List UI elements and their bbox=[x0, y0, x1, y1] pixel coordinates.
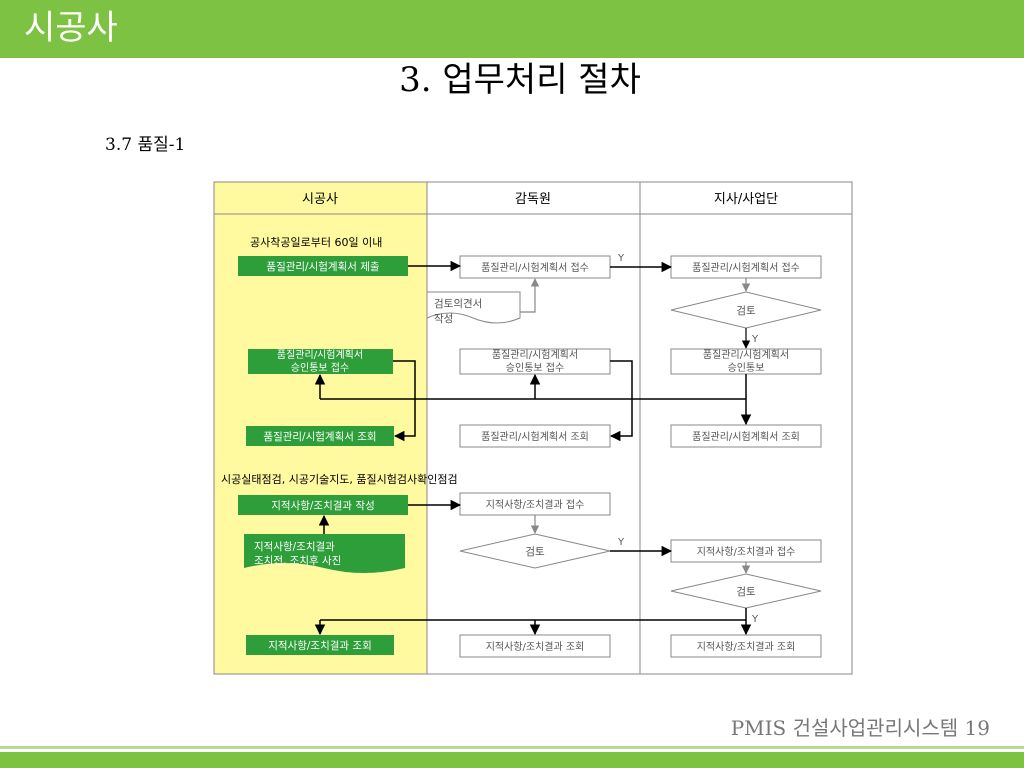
contractor-plan-view-box bbox=[246, 426, 394, 446]
write-result-box bbox=[238, 495, 408, 515]
submit-plan-box bbox=[238, 256, 408, 276]
footer-bar bbox=[0, 752, 1024, 768]
opinion-document-label-2: 작성 bbox=[434, 313, 453, 325]
footer-accent-line bbox=[0, 746, 1024, 749]
hq-review-label: 검토 bbox=[736, 305, 756, 317]
supervisor-approval-label-2: 승인통보 접수 bbox=[506, 362, 564, 374]
arrow-supervisor-approval-to-view bbox=[609, 360, 633, 442]
supervisor-result-receive-label: 지적사항/조치결과 접수 bbox=[486, 499, 585, 511]
approval-receive-label-1: 품질관리/시험계획서 bbox=[277, 349, 363, 361]
hq-receive-label: 품질관리/시험계획서 접수 bbox=[692, 262, 800, 274]
slide-title: 3. 업무처리 절차 bbox=[399, 60, 641, 100]
supervisor-receive-label: 품질관리/시험계획서 접수 bbox=[481, 262, 589, 274]
lanes-frame bbox=[213, 181, 853, 675]
lane-header-headquarters: 지사/사업단 bbox=[714, 192, 778, 207]
hq-approval-label-1: 품질관리/시험계획서 bbox=[703, 349, 789, 361]
supervisor-result-view-label: 지적사항/조치결과 조회 bbox=[486, 641, 585, 653]
supervisor-review-label: 검토 bbox=[525, 546, 545, 558]
approval-receive-label-2: 승인통보 접수 bbox=[291, 362, 349, 374]
yes-label-4: Y bbox=[751, 614, 759, 625]
lane-header-contractor: 시공사 bbox=[302, 192, 338, 207]
lane-header-supervisor: 감독원 bbox=[515, 192, 551, 207]
hq-review2-label: 검토 bbox=[736, 586, 756, 598]
hq-result-view-label: 지적사항/조치결과 조회 bbox=[697, 641, 796, 653]
contractor-result-view-label: 지적사항/조치결과 조회 bbox=[268, 640, 371, 652]
deadline-note: 공사착공일로부터 60일 이내 bbox=[250, 235, 382, 249]
contractor-result-view-box bbox=[246, 635, 394, 655]
hq-plan-view-label: 품질관리/시험계획서 조회 bbox=[692, 431, 800, 443]
arrow-opinion-to-receive bbox=[520, 278, 540, 313]
contractor-plan-view-label: 품질관리/시험계획서 조회 bbox=[263, 431, 376, 443]
footer-text: PMIS 건설사업관리시스템 19 bbox=[730, 716, 990, 740]
inspection-note: 시공실태점검, 시공기술지도, 품질시험검사확인점검 bbox=[221, 473, 458, 486]
write-result-label: 지적사항/조치결과 작성 bbox=[271, 500, 374, 512]
photo-document-label-2: 조치전, 조치후 사진 bbox=[254, 555, 341, 567]
yes-label-1: Y bbox=[617, 253, 625, 264]
supervisor-plan-view-label: 품질관리/시험계획서 조회 bbox=[481, 431, 589, 443]
opinion-document-label-1: 검토의견서 bbox=[434, 298, 482, 310]
hq-result-receive-label: 지적사항/조치결과 접수 bbox=[697, 546, 796, 558]
photo-document-box bbox=[244, 534, 405, 573]
header-title: 시공사 bbox=[24, 8, 118, 48]
header-bar: 시공사 bbox=[0, 0, 1024, 58]
photo-document-label-1: 지적사항/조치결과 bbox=[254, 541, 335, 553]
arrow-contractor-approval-to-view bbox=[393, 360, 416, 442]
opinion-document bbox=[426, 291, 521, 324]
hq-approval-label-2: 승인통보 bbox=[728, 362, 765, 374]
supervisor-approval-label-1: 품질관리/시험계획서 bbox=[492, 349, 578, 361]
yes-label-2: Y bbox=[751, 334, 759, 345]
submit-plan-label: 품질관리/시험계획서 제출 bbox=[266, 261, 379, 273]
approval-receive-box bbox=[248, 349, 393, 374]
section-title: 3.7 품질-1 bbox=[105, 135, 186, 155]
supervisor-review-diamond bbox=[459, 533, 611, 569]
yes-label-3: Y bbox=[617, 537, 625, 548]
